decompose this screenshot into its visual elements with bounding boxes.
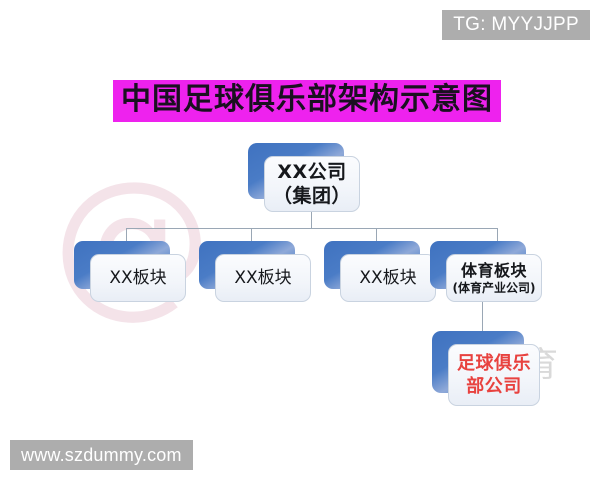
node-label-line2: （集团） [272, 185, 351, 207]
node-division-3[interactable]: XX板块 [324, 241, 436, 302]
node-label-line1: XX公司 [277, 161, 347, 183]
connector-sports-to-club [482, 302, 483, 334]
connector-group-down [311, 212, 312, 229]
node-sports-division[interactable]: 体育板块 (体育产业公司) [430, 241, 542, 302]
node-face: XX板块 [90, 254, 186, 302]
node-label-line1: XX板块 [359, 268, 417, 288]
page-title: 中国足球俱乐部架构示意图 [113, 80, 501, 122]
node-label-line1: 体育板块 [460, 260, 527, 280]
node-label-line2: 部公司 [466, 376, 522, 397]
connector-down-sports-division [497, 228, 498, 244]
node-division-2[interactable]: XX板块 [199, 241, 311, 302]
connector-down-division-3 [376, 228, 377, 244]
node-label-line1: XX板块 [234, 268, 292, 288]
node-face: XX板块 [215, 254, 311, 302]
site-url-watermark: www.szdummy.com [10, 440, 193, 470]
node-face: XX公司 （集团） [264, 156, 360, 212]
node-label-sub: (体育产业公司) [452, 280, 536, 295]
node-label-line1: 足球俱乐 [457, 353, 531, 374]
node-label-line1: XX板块 [109, 268, 167, 288]
node-football-club[interactable]: 足球俱乐 部公司 [432, 331, 540, 406]
node-group-company[interactable]: XX公司 （集团） [248, 143, 360, 212]
node-face: 足球俱乐 部公司 [448, 344, 540, 406]
node-face: XX板块 [340, 254, 436, 302]
connector-horizontal-bus [126, 228, 497, 229]
node-division-1[interactable]: XX板块 [74, 241, 186, 302]
connector-down-division-2 [251, 228, 252, 244]
telegram-tag-watermark: TG: MYYJJPP [442, 10, 590, 40]
connector-down-division-1 [126, 228, 127, 244]
node-face: 体育板块 (体育产业公司) [446, 254, 542, 302]
